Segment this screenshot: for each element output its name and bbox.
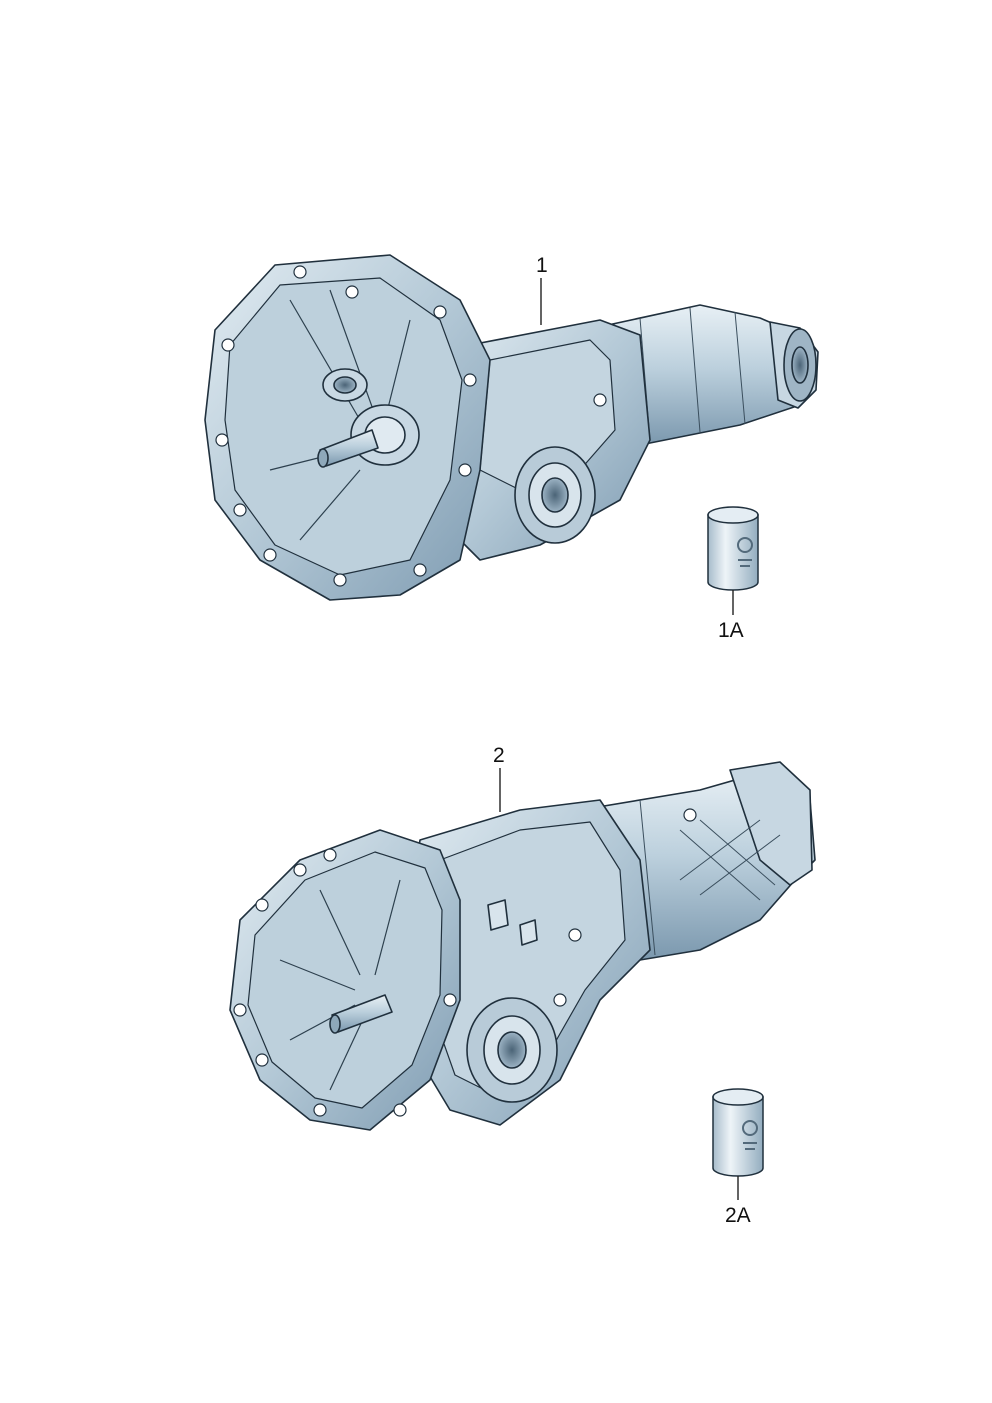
callout-1-label: 1 [536,254,548,277]
callout-2a-label: 2A [725,1204,751,1227]
gearbox-2-illustration [229,761,816,1131]
callout-2-label: 2 [493,744,505,767]
gearbox-1-illustration [204,254,819,601]
oil-can-1a-icon [707,506,759,591]
oil-can-2a-icon [712,1088,764,1177]
callout-1a-label: 1A [718,619,744,642]
